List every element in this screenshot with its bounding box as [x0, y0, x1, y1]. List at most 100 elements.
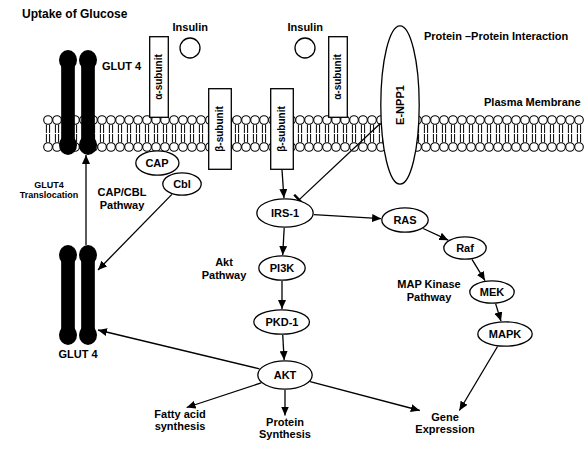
lipid-tail: [157, 134, 158, 143]
node-label: Cbl: [173, 178, 191, 191]
lipid-head: [350, 116, 359, 125]
lipid-tail: [571, 125, 572, 134]
lipid-tail: [487, 125, 488, 134]
lipid-head: [44, 143, 53, 152]
lipid-tail: [130, 134, 131, 143]
lipid-head: [503, 143, 512, 152]
molecule-ellipse: [257, 199, 313, 227]
lipid-tail: [469, 134, 470, 143]
lipid-head: [125, 116, 134, 125]
lipid-tail: [379, 134, 380, 143]
node-label: MEK: [480, 286, 504, 299]
lipid-tail: [244, 125, 245, 134]
lipid-tail: [76, 125, 77, 134]
lipid-head: [368, 143, 377, 152]
node-label: GLUT 4: [59, 348, 98, 361]
lipid-tail: [130, 125, 131, 134]
lipid-head: [530, 143, 539, 152]
signaling-molecule: MEK: [469, 280, 515, 304]
lipid-tail: [562, 134, 563, 143]
lipid-tail: [544, 134, 545, 143]
receptor-subunit: β-subunit: [270, 88, 294, 170]
lipid-tail: [319, 134, 320, 143]
node-label: β-subunit: [214, 106, 226, 152]
lipid-head: [260, 116, 269, 125]
lipid-head: [422, 143, 431, 152]
lipid-tail: [352, 134, 353, 143]
lipid-head: [521, 116, 530, 125]
lipid-head: [539, 143, 548, 152]
protein-ellipse: [381, 26, 419, 184]
lipid-head: [467, 116, 476, 125]
glucose-transporter: GLUT 4: [58, 50, 141, 155]
node-label: Protein Synthesis: [252, 416, 318, 441]
glut-body: [61, 58, 75, 147]
lipid-tail: [235, 134, 236, 143]
lipid-tail: [172, 134, 173, 143]
molecule-ellipse: [163, 173, 201, 195]
lipid-head: [170, 116, 179, 125]
signal-arrow: [496, 304, 501, 321]
lipid-tail: [193, 125, 194, 134]
lipid-tail: [238, 125, 239, 134]
signal-arrow: [282, 170, 284, 198]
insulin-symbol: [179, 37, 201, 59]
lipid-tail: [235, 125, 236, 134]
lipid-tail: [352, 125, 353, 134]
lipid-tail: [373, 134, 374, 143]
lipid-tail: [463, 125, 464, 134]
lipid-head: [512, 143, 521, 152]
lipid-tail: [325, 125, 326, 134]
lipid-tail: [496, 125, 497, 134]
glut-end: [79, 50, 97, 70]
receptor-subunit: α-subunit: [328, 36, 348, 118]
lipid-head: [476, 116, 485, 125]
node-label: RAS: [393, 214, 416, 227]
lipid-head: [458, 143, 467, 152]
lipid-head: [359, 143, 368, 152]
lipid-head: [107, 143, 116, 152]
signaling-molecule: AKT: [257, 360, 313, 390]
lipid-head: [143, 143, 152, 152]
lipid-tail: [481, 134, 482, 143]
signaling-molecule: IRS-1: [256, 198, 314, 228]
signaling-molecule: PI3K: [258, 255, 306, 281]
lipid-tail: [568, 125, 569, 134]
lipid-tail: [166, 134, 167, 143]
lipid-tail: [121, 134, 122, 143]
lipid-tail: [103, 134, 104, 143]
lipid-head: [557, 116, 566, 125]
lipid-tail: [136, 125, 137, 134]
glut-body: [81, 58, 95, 147]
lipid-tail: [442, 125, 443, 134]
glut-end: [79, 245, 97, 265]
lipid-tail: [517, 134, 518, 143]
molecule-ellipse: [444, 237, 486, 259]
cell-outcome: Fatty acid synthesis: [147, 408, 213, 433]
lipid-tail: [190, 125, 191, 134]
lipid-tail: [112, 125, 113, 134]
node-label: AKT: [274, 369, 297, 382]
lipid-tail: [262, 125, 263, 134]
molecule-ellipse: [135, 151, 178, 175]
figure-heading: Uptake of Glucose: [22, 8, 127, 22]
molecule-ellipse: [478, 322, 532, 346]
lipid-head: [152, 143, 161, 152]
lipid-head: [44, 116, 53, 125]
molecule-ellipse: [382, 208, 428, 232]
lipid-tail: [301, 125, 302, 134]
cell-outcome: Gene Expression: [409, 411, 481, 436]
node-label: PI3K: [270, 262, 294, 275]
glut-end: [59, 135, 77, 155]
lipid-tail: [355, 125, 356, 134]
lipid-tail: [136, 134, 137, 143]
lipid-head: [197, 143, 206, 152]
lipid-head: [503, 116, 512, 125]
lipid-head: [170, 143, 179, 152]
lipid-tail: [301, 134, 302, 143]
lipid-tail: [343, 134, 344, 143]
lipid-tail: [328, 125, 329, 134]
glut-lobe: [59, 50, 77, 155]
lipid-tail: [238, 134, 239, 143]
lipid-tail: [121, 125, 122, 134]
